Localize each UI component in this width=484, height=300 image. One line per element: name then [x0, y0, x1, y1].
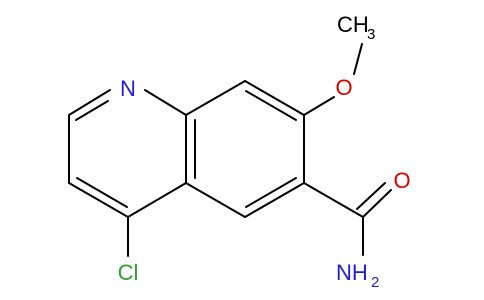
bond-n1-c2: [68, 89, 111, 116]
bond-o-ch3: [353, 43, 363, 75]
bond-c6-c5: [244, 182, 305, 218]
amide-nitrogen-label: NH: [336, 260, 368, 285]
bond-c4-c4a: [127, 182, 187, 218]
bond-c3-c4-inner: [76, 177, 128, 208]
methoxy-oxygen-label: O: [335, 75, 352, 100]
bond-c-o-double: [362, 189, 392, 218]
bond-c8-c7: [244, 80, 305, 116]
methyl-subscript: 3: [367, 26, 375, 43]
bond-c5-c4a: [185, 182, 246, 218]
bond-c8a-c8: [185, 80, 246, 116]
bond-c7-o: [303, 96, 335, 116]
bond-c8-c7-inner: [245, 90, 297, 121]
bond-c8a-n1: [144, 89, 187, 116]
methyl-label: CH: [337, 12, 369, 37]
bond-n1-c2-inner: [75, 100, 109, 121]
bond-c-o-double-2: [356, 182, 386, 210]
amide-subscript: 2: [371, 274, 379, 291]
bond-c6-c5-inner: [245, 177, 297, 208]
ring-nitrogen-label: N: [120, 76, 136, 101]
bond-c6-carbonyl: [303, 182, 364, 218]
bond-c3-c4: [68, 182, 129, 218]
carbonyl-oxygen-label: O: [393, 168, 410, 193]
chlorine-label: Cl: [118, 260, 139, 285]
